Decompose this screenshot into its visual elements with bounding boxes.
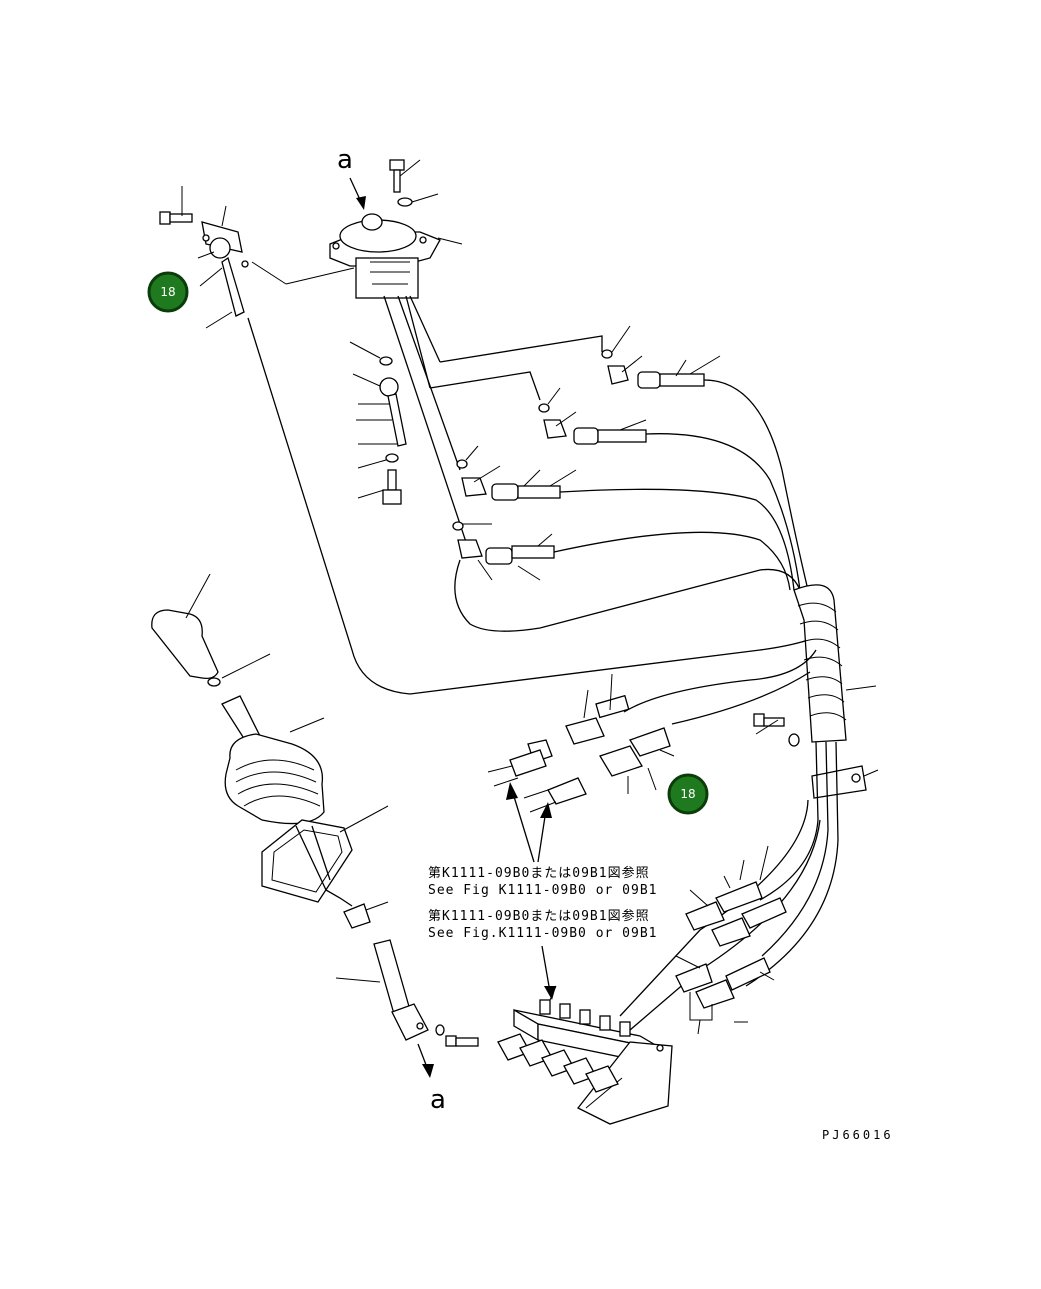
coupler-group-lower [675,845,787,1035]
control-valve-bank [497,985,673,1125]
lever-knob [151,573,219,680]
coupler-group-middle [487,673,675,813]
boot-frame [261,805,389,903]
bolt-icon [753,713,785,735]
view-marker-top: a [337,145,353,175]
item-badge[interactable]: 18 [147,271,189,313]
bolt-icon [389,159,421,193]
view-marker-bottom: a [430,1085,446,1115]
arrow-up-icon [506,782,552,863]
arrow-down-icon [417,1043,434,1078]
svg-text:18: 18 [680,787,695,801]
arrow-down-icon [349,177,366,210]
callout-ref2-jp: 第K1111-09B0または09B1図参照 [428,908,650,924]
callout-ref1-en: See Fig K1111-09B0 or 09B1 [428,883,658,898]
hose-fitting-row-3 [456,445,577,501]
bolt-icon [159,186,193,225]
callout-ref1-jp: 第K1111-09B0または09B1図参照 [428,865,650,881]
washer-icon [788,733,800,747]
hose-fitting-row-1 [601,325,721,389]
washer-icon [435,1024,445,1036]
hose-fitting-row-2 [538,387,647,445]
pilot-valve-assembly [329,213,441,299]
hose-fitting-row-4 [452,521,555,581]
item-badge[interactable]: 18 [667,773,709,815]
hose-clamp [811,765,879,799]
lever-shaft [335,901,429,1041]
drawing-code: PJ66016 [822,1128,894,1142]
bolt-icon [357,469,402,505]
bolt-icon [445,1035,479,1047]
svg-text:18: 18 [160,285,175,299]
ball-joint-icon [209,237,231,259]
hose-protector-sleeve [793,584,877,743]
washer-icon [397,197,413,207]
lever-boot [221,695,325,825]
arrow-down-icon [541,945,556,1000]
callout-ref2-en: See Fig.K1111-09B0 or 09B1 [428,926,658,941]
